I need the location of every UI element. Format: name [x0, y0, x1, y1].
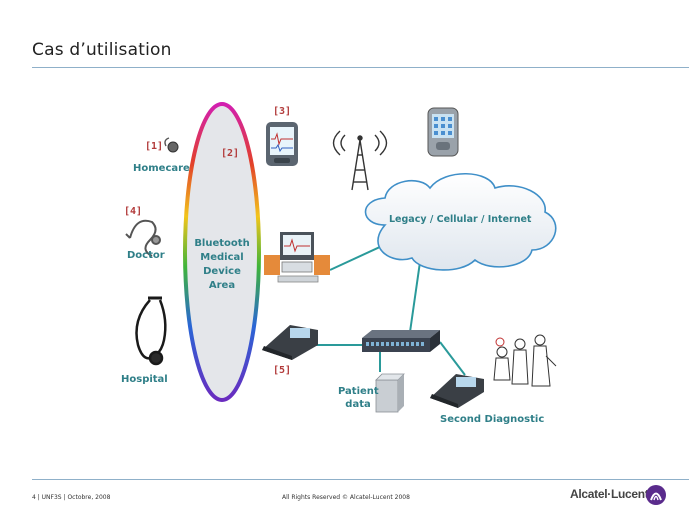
desk-phone-2-icon: [430, 374, 484, 408]
alcatel-lucent-logo-icon: [646, 485, 666, 505]
slide-title: Cas d’utilisation: [32, 40, 172, 60]
hospital-label: Hospital: [121, 374, 168, 385]
ref-3: [3]: [273, 106, 292, 117]
bluetooth-label-line2: Medical: [200, 252, 244, 263]
doctors-illustration-icon: [493, 334, 557, 387]
network-cloud: [364, 172, 557, 271]
smartphone-icon: [427, 107, 459, 157]
doctor-label: Doctor: [127, 250, 165, 261]
hospital-stethoscope-icon: [135, 296, 167, 366]
footer-copyright: All Rights Reserved © Alcatel-Lucent 200…: [282, 494, 410, 501]
bluetooth-area-ellipse: [183, 102, 261, 402]
cell-tower-icon: [332, 130, 388, 191]
footer-divider: [32, 479, 689, 480]
server-icon: [375, 373, 405, 413]
bluetooth-label-line3: Device: [203, 266, 241, 277]
ref-5: [5]: [273, 365, 292, 376]
ref-2: [2]: [221, 148, 240, 159]
homecare-label: Homecare: [133, 163, 190, 174]
patient-data-label-line1: Patient: [338, 386, 379, 397]
bluetooth-label-line1: Bluetooth: [194, 238, 250, 249]
homecare-stethoscope-icon: [164, 137, 179, 153]
cloud-label: Legacy / Cellular / Internet: [389, 214, 532, 225]
ref-4: [4]: [124, 206, 143, 217]
network-switch-icon: [362, 330, 440, 352]
patient-data-label-line2: data: [345, 399, 371, 410]
doctor-stethoscope-icon: [125, 219, 161, 257]
brand-name: Alcatel·Lucent: [570, 487, 649, 501]
pda-device-icon: [266, 122, 298, 166]
second-diagnostic-label: Second Diagnostic: [440, 414, 545, 425]
desk-phone-icon: [262, 325, 318, 360]
bluetooth-label-line4: Area: [208, 280, 236, 291]
footer-left-text: 4 | UNF3S | Octobre, 2008: [32, 494, 111, 501]
ref-1: [1]: [145, 141, 164, 152]
title-divider: [32, 67, 689, 68]
medical-monitor-icon: [264, 232, 330, 283]
